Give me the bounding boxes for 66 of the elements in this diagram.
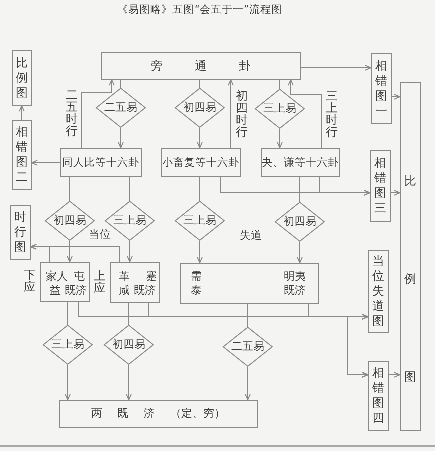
process-box: [40, 262, 90, 302]
decision-diamond: 二五易: [96, 88, 146, 128]
box-text: 屯: [74, 270, 85, 284]
process-box: 相错图四: [368, 361, 389, 431]
box-text: 既济: [65, 284, 87, 298]
arrow: [300, 65, 372, 71]
arrow: [392, 94, 400, 100]
process-box: 相错图二: [12, 120, 32, 190]
arrow: [19, 106, 25, 120]
arrow: [127, 240, 133, 262]
arrow: [197, 128, 203, 148]
process-box: 相错图三: [370, 150, 391, 222]
process-box: 比例图: [12, 50, 32, 106]
arrow: [288, 80, 322, 148]
process-box: 夬、谦等十六卦: [261, 148, 340, 177]
box-text: 既济: [284, 284, 306, 298]
edge-label: 初四时行: [236, 90, 248, 138]
arrow: [65, 364, 71, 400]
arrow: [32, 160, 60, 166]
title: 《易图略》五图“会五于一”流程图: [118, 5, 282, 16]
arrow: [197, 240, 203, 264]
process-box: 两 既 济 （定、穷）: [59, 400, 258, 428]
edge-label: 二五时行: [66, 89, 78, 137]
decision-diamond: 三上易: [175, 201, 225, 241]
box-text: 蹇: [146, 270, 157, 284]
arrow: [390, 190, 400, 196]
arrow: [228, 80, 234, 148]
arrow: [67, 240, 73, 262]
box-text: 需: [191, 270, 202, 284]
decision-diamond: 三上易: [255, 89, 305, 129]
decision-diamond: 二五易: [223, 327, 273, 367]
process-box: [110, 262, 160, 303]
annotation: 失道: [240, 230, 262, 241]
arrow: [82, 80, 115, 148]
box-text: 家人: [46, 270, 68, 284]
process-box: 当位失道图: [368, 250, 389, 333]
arrow: [30, 244, 120, 262]
process-box: [180, 263, 319, 304]
box-text: 益: [50, 284, 61, 298]
arrow: [118, 128, 124, 148]
arrow: [388, 372, 400, 378]
process-box: 相错图一: [371, 53, 392, 124]
box-text: 明夷: [284, 270, 306, 284]
process-box: 时行图: [10, 205, 31, 260]
annotation: 下应: [24, 269, 36, 293]
annotation: 上应: [94, 270, 106, 294]
arrow: [245, 366, 251, 400]
decision-diamond: 三上易: [43, 325, 93, 365]
arrow: [320, 176, 370, 196]
process-box: 旁 通 卦: [101, 52, 301, 80]
edge-label: 三上时行: [326, 90, 338, 138]
box-text: 咸: [119, 284, 130, 298]
box-text: 革: [119, 270, 130, 284]
arrow: [126, 364, 132, 400]
connector-line: [120, 80, 122, 88]
decision-diamond: 初四易: [275, 202, 325, 242]
decision-diamond: 初四易: [104, 325, 154, 365]
box-text: 泰: [191, 284, 202, 298]
process-box: 比例图: [400, 82, 421, 431]
arrow: [277, 128, 283, 148]
arrow: [297, 242, 303, 264]
connector-line: [128, 302, 130, 326]
process-box: 同人比等十六卦: [60, 148, 142, 177]
process-box: 小畜复等十六卦: [161, 148, 241, 177]
decision-diamond: 初四易: [175, 88, 225, 128]
box-text: 既济: [134, 284, 156, 298]
